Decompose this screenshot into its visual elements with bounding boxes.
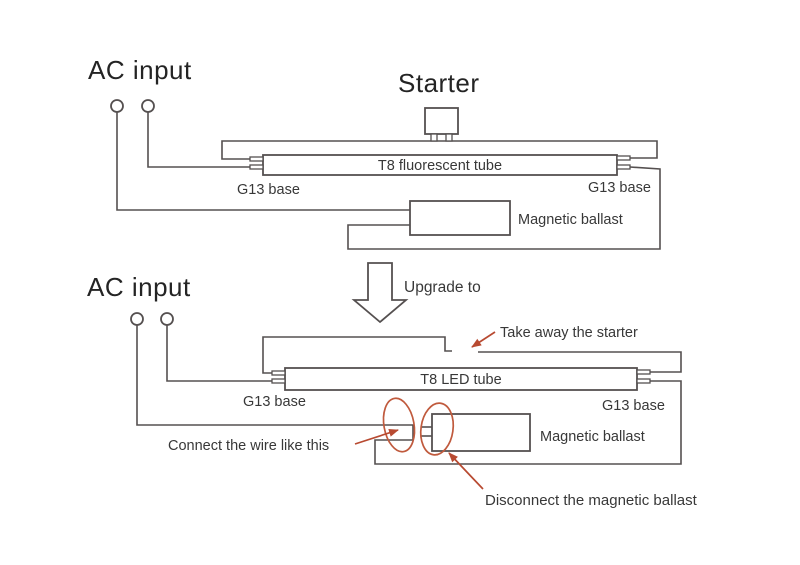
upgrade-transition: Upgrade to [351, 262, 481, 324]
ac-terminal-3 [130, 312, 144, 326]
g13-base-left-label-bottom: G13 base [243, 394, 306, 410]
ac-terminal-4 [160, 312, 174, 326]
ac-terminal-1 [110, 99, 124, 113]
upgrade-to-label: Upgrade to [404, 279, 481, 296]
g13-pin [249, 164, 264, 170]
ac-input-label-top: AC input [88, 55, 192, 85]
g13-base-left-label-top: G13 base [237, 182, 300, 198]
magnetic-ballast-box-top [409, 200, 511, 236]
take-away-starter-label: Take away the starter [500, 325, 638, 341]
g13-pin [271, 370, 286, 376]
wire-ac2-to-tube-left [147, 112, 250, 168]
down-arrow-icon [351, 262, 409, 324]
connect-arrow-icon [354, 428, 399, 445]
starter-pin-left [430, 133, 438, 142]
wire-top-right-open-end [478, 351, 682, 373]
disconnect-ballast-label: Disconnect the magnetic ballast [485, 492, 698, 509]
starter-box [424, 107, 459, 135]
t8-fluorescent-tube-label: T8 fluorescent tube [378, 158, 502, 174]
ac-input-label-bottom: AC input [87, 272, 191, 302]
ac-terminal-2 [141, 99, 155, 113]
g13-pin [616, 155, 631, 161]
starter-pin-right [445, 133, 453, 142]
connect-wire-label: Connect the wire like this [168, 438, 329, 454]
fluorescent-circuit: AC input Starter T8 fluorescent tube G13… [88, 55, 661, 250]
wire-top-through-starter [221, 140, 658, 160]
g13-pin [636, 378, 651, 384]
g13-base-right-label-bottom: G13 base [602, 398, 665, 414]
connect-highlight-ellipse [382, 397, 416, 453]
take-away-arrow-icon [471, 331, 496, 348]
g13-pin [249, 156, 264, 162]
g13-base-right-label-top: G13 base [588, 180, 651, 196]
wire-tube-right-to-ballast [347, 166, 661, 250]
wire-ac2-to-tube-left [166, 325, 272, 382]
disconnect-arrow-icon [448, 452, 484, 490]
starter-label: Starter [398, 68, 480, 98]
wire-top-left-open-end [262, 336, 452, 374]
t8-led-tube-label: T8 LED tube [420, 372, 501, 388]
led-circuit: AC input T8 LED tube G13 base G13 base M… [87, 272, 698, 509]
magnetic-ballast-label-bottom: Magnetic ballast [540, 429, 645, 445]
disconnect-highlight-ellipse [419, 402, 455, 456]
g13-pin [271, 378, 286, 384]
wire-ac1-to-ballast [116, 112, 410, 211]
wire-ac1-bypass-ballast [136, 325, 682, 465]
g13-pin [616, 164, 631, 170]
g13-pin [636, 369, 651, 375]
magnetic-ballast-box-bottom [431, 413, 531, 452]
magnetic-ballast-label-top: Magnetic ballast [518, 212, 623, 228]
